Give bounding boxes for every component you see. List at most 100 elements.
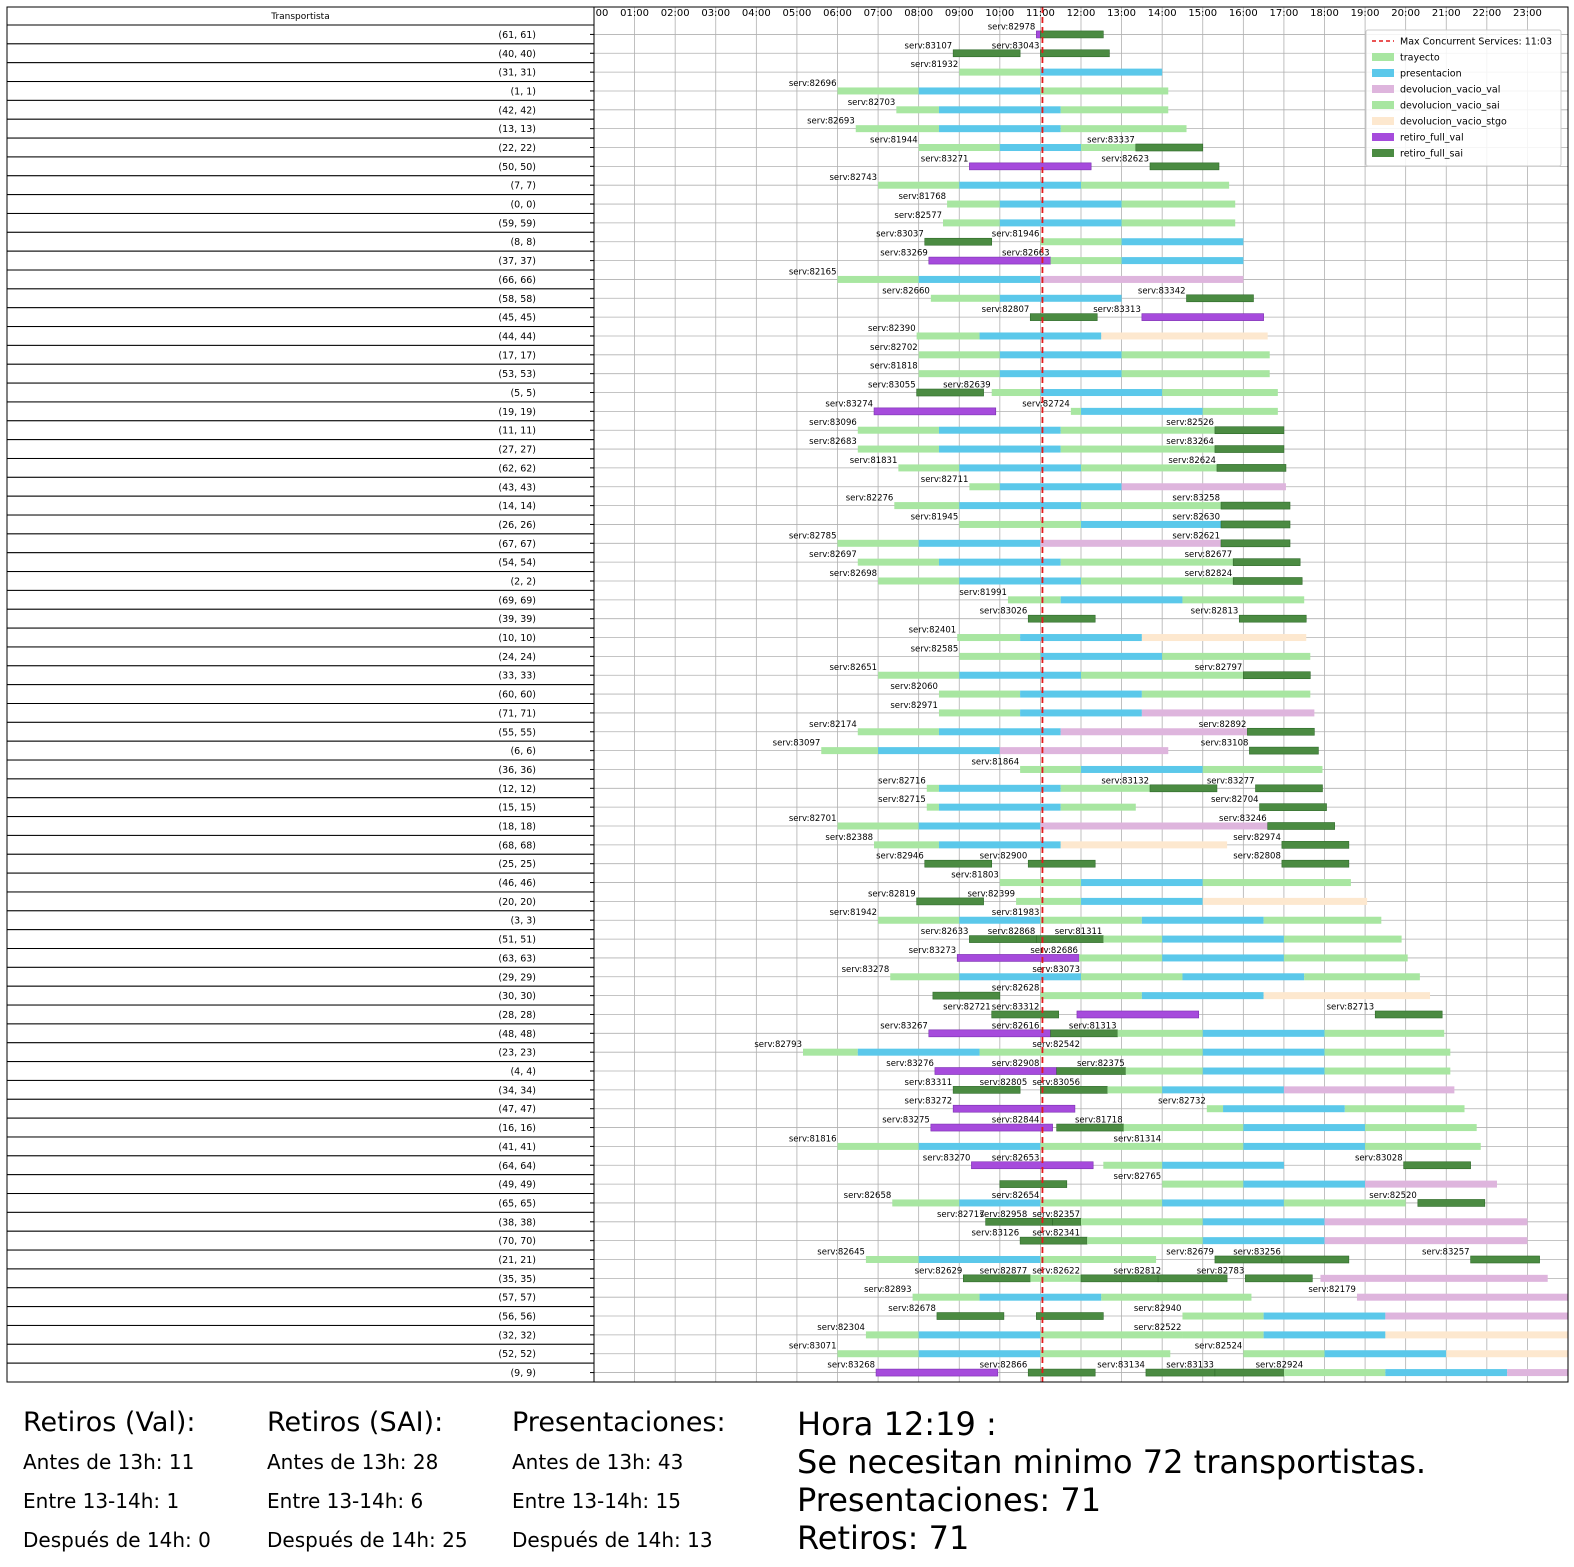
bar-trayecto <box>1283 935 1402 943</box>
service-label: serv:81991 <box>959 588 1007 598</box>
bar-trayecto <box>857 728 939 736</box>
legend-label-retiro_full_val: retiro_full_val <box>1400 133 1464 144</box>
row-label: (69, 69) <box>498 595 536 606</box>
service-label: serv:82693 <box>807 117 855 127</box>
legend-label-retiro_full_sai: retiro_full_sai <box>1400 149 1463 160</box>
service-label: serv:82686 <box>1030 946 1078 956</box>
bar-trayecto <box>912 1293 980 1301</box>
service-label: serv:83267 <box>880 1021 928 1031</box>
bar-devolucion_vacio_val <box>1040 539 1222 547</box>
row-label: (20, 20) <box>498 897 536 908</box>
service-label: serv:82677 <box>1185 550 1233 560</box>
bar-retiro_full_sai <box>1281 859 1350 868</box>
bar-trayecto <box>1103 935 1163 943</box>
row-label: (47, 47) <box>498 1104 536 1115</box>
service-label: serv:82785 <box>789 531 837 541</box>
stats-presentaciones: Presentaciones: Antes de 13h: 43 Entre 1… <box>512 1407 726 1567</box>
bar-retiro_full_sai <box>1214 445 1285 453</box>
service-label: serv:82702 <box>870 343 918 353</box>
hour-tick-label: 12:00 <box>1067 8 1096 19</box>
bar-retiro_full_sai <box>1040 30 1104 39</box>
bar-retiro_full_sai <box>1216 464 1287 472</box>
service-label: serv:82900 <box>980 852 1028 862</box>
row-label: (24, 24) <box>498 652 536 663</box>
bar-presentacion <box>1162 1161 1284 1169</box>
bar-retiro_full_sai <box>924 237 993 246</box>
bar-devolucion_vacio_val <box>1040 822 1268 830</box>
row-label: (37, 37) <box>498 256 536 267</box>
bar-trayecto <box>896 106 939 114</box>
bar-retiro_full_sai <box>1220 539 1291 548</box>
bar-presentacion <box>1243 1142 1366 1150</box>
bar-trayecto <box>1087 1237 1203 1245</box>
bar-retiro_full_sai <box>1040 49 1110 58</box>
bar-retiro_full_sai <box>1249 746 1319 755</box>
bar-presentacion <box>999 483 1122 491</box>
bar-trayecto <box>874 841 939 849</box>
row-label: (2, 2) <box>510 576 536 587</box>
service-label: serv:82940 <box>1134 1304 1182 1314</box>
row-label: (70, 70) <box>498 1236 536 1247</box>
bar-trayecto <box>1324 1048 1451 1056</box>
bar-trayecto <box>1125 1067 1203 1075</box>
bar-retiro_full_sai <box>924 859 993 868</box>
row-label: (19, 19) <box>498 407 536 418</box>
summary-retiros: Retiros: 71 <box>797 1519 970 1557</box>
service-label: serv:82526 <box>1166 418 1214 428</box>
bar-devolucion_vacio_val <box>1507 1369 1568 1377</box>
service-label: serv:83264 <box>1166 437 1214 447</box>
bar-trayecto <box>1040 992 1142 1000</box>
hour-tick-label: 09:00 <box>945 8 974 19</box>
legend-swatch-devolucion_vacio_val <box>1372 85 1394 93</box>
service-label: serv:82716 <box>878 776 926 786</box>
bar-trayecto <box>1304 973 1420 981</box>
service-label: serv:83107 <box>905 41 953 51</box>
service-label: serv:83275 <box>882 1116 930 1126</box>
bar-presentacion <box>1385 1369 1508 1377</box>
service-label: serv:82174 <box>809 720 857 730</box>
legend-label-devolucion_vacio_sai: devolucion_vacio_sai <box>1400 101 1500 112</box>
bar-devolucion_vacio_stgo <box>1385 1331 1568 1339</box>
hour-tick-label: 06:00 <box>823 8 852 19</box>
service-label: serv:81945 <box>911 512 959 522</box>
service-label: serv:82651 <box>829 663 877 673</box>
row-label: (64, 64) <box>498 1161 536 1172</box>
service-label: serv:81983 <box>992 908 1040 918</box>
row-label: (34, 34) <box>498 1085 536 1096</box>
bar-presentacion <box>1020 634 1142 642</box>
row-label: (29, 29) <box>498 972 536 983</box>
service-label: serv:83276 <box>886 1059 934 1069</box>
bar-devolucion_vacio_val <box>1365 1180 1497 1188</box>
bar-devolucion_vacio_stgo <box>1202 897 1368 905</box>
bar-presentacion <box>1202 1218 1325 1226</box>
hour-tick-label: 17:00 <box>1270 8 1299 19</box>
bar-devolucion_vacio_val <box>1121 483 1286 491</box>
bar-presentacion <box>918 87 1041 95</box>
row-label: (11, 11) <box>498 426 536 437</box>
service-label: serv:83274 <box>825 399 873 409</box>
bar-trayecto <box>1141 690 1311 698</box>
row-label: (1, 1) <box>510 86 536 97</box>
bar-devolucion_vacio_val <box>1324 1237 1528 1245</box>
bar-presentacion <box>1081 879 1203 887</box>
bar-presentacion <box>918 275 1041 283</box>
row-label: (17, 17) <box>498 350 536 361</box>
service-label: serv:82399 <box>967 889 1015 899</box>
bar-presentacion <box>979 332 1102 340</box>
bar-trayecto <box>1081 671 1244 679</box>
service-label: serv:82797 <box>1195 663 1243 673</box>
hour-tick-label: 22:00 <box>1472 8 1501 19</box>
bar-devolucion_vacio_stgo <box>1446 1350 1568 1358</box>
summary-hora: Hora 12:19 : <box>797 1405 997 1443</box>
row-label: (40, 40) <box>498 49 536 60</box>
bar-trayecto <box>1081 181 1230 189</box>
bar-presentacion <box>979 1293 1102 1301</box>
service-label: serv:82633 <box>921 927 969 937</box>
bar-retiro_full_sai <box>1220 520 1291 529</box>
service-label: serv:83134 <box>1097 1361 1145 1371</box>
service-label: serv:81314 <box>1114 1134 1162 1144</box>
bar-presentacion <box>1020 709 1142 717</box>
bar-trayecto <box>1060 125 1187 133</box>
service-label: serv:81718 <box>1075 1116 1123 1126</box>
legend-swatch-devolucion_vacio_stgo <box>1372 117 1394 125</box>
